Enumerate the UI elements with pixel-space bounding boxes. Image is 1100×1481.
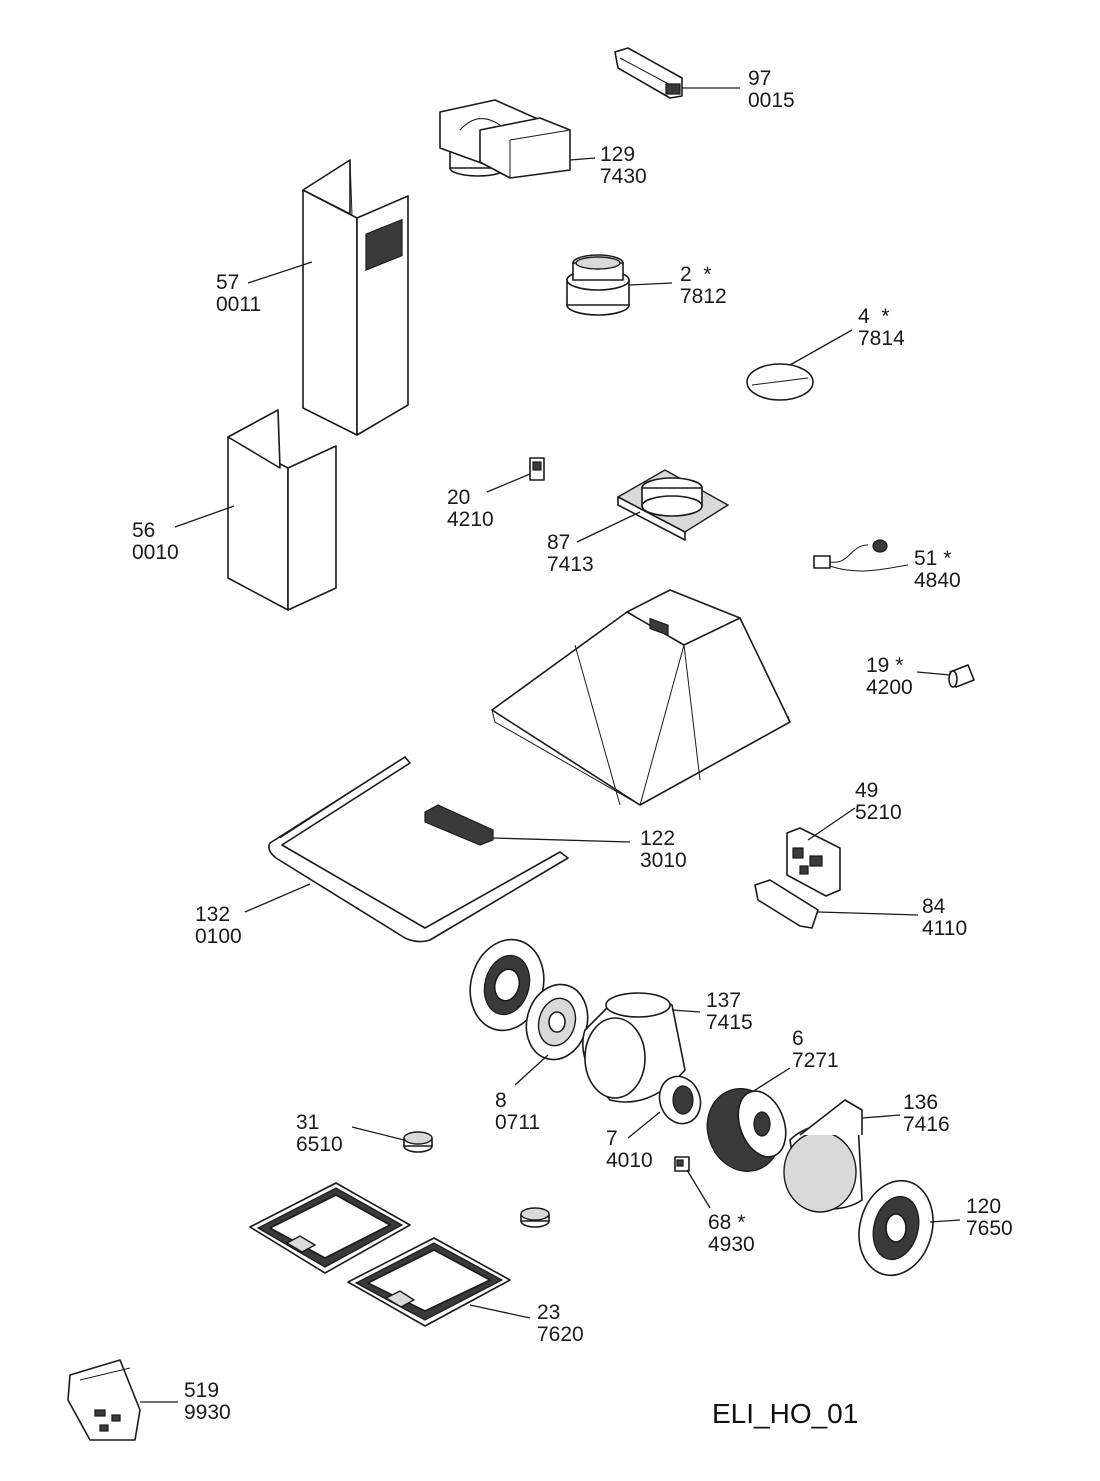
inlet-ring-part bbox=[525, 983, 589, 1061]
control-switch-part bbox=[424, 804, 631, 846]
filter-frame-part bbox=[268, 756, 569, 943]
motor-housing-cover-right-part bbox=[858, 1179, 934, 1277]
wiring-cable-part bbox=[813, 539, 909, 572]
capacitor-part bbox=[674, 1156, 690, 1172]
diagram-code: ELI_HO_01 bbox=[712, 1398, 859, 1429]
part-label-51: 51 *4840 bbox=[914, 547, 961, 592]
lower-chimney-part bbox=[227, 409, 337, 611]
impeller-part bbox=[706, 1088, 787, 1172]
grease-filter-part bbox=[249, 1182, 511, 1327]
motor-part bbox=[658, 1075, 702, 1125]
part-label-4: 4 *7814 bbox=[858, 305, 905, 350]
wall-bracket-part bbox=[614, 47, 683, 99]
duct-adapter-part bbox=[439, 99, 571, 179]
upper-chimney-part bbox=[302, 159, 409, 436]
motor-support-plate-part bbox=[616, 469, 730, 541]
blower-housing-part bbox=[582, 992, 686, 1103]
motor-housing-part bbox=[783, 1099, 863, 1213]
clip-part bbox=[529, 457, 545, 481]
small-knob-part bbox=[520, 1207, 550, 1228]
board-cover-part bbox=[754, 879, 819, 929]
fixing-kit-part bbox=[67, 1359, 141, 1441]
knob-part bbox=[403, 1131, 433, 1153]
part-label-68: 68 *4930 bbox=[708, 1211, 755, 1256]
hood-body-part bbox=[491, 589, 791, 806]
part-label-2: 2 *7812 bbox=[680, 263, 727, 308]
control-board-part bbox=[786, 827, 841, 897]
part-label-19: 19 *4200 bbox=[866, 654, 913, 699]
backdraft-flap-part bbox=[746, 363, 814, 401]
spigot-part bbox=[566, 254, 630, 316]
lamp-part bbox=[948, 664, 975, 688]
